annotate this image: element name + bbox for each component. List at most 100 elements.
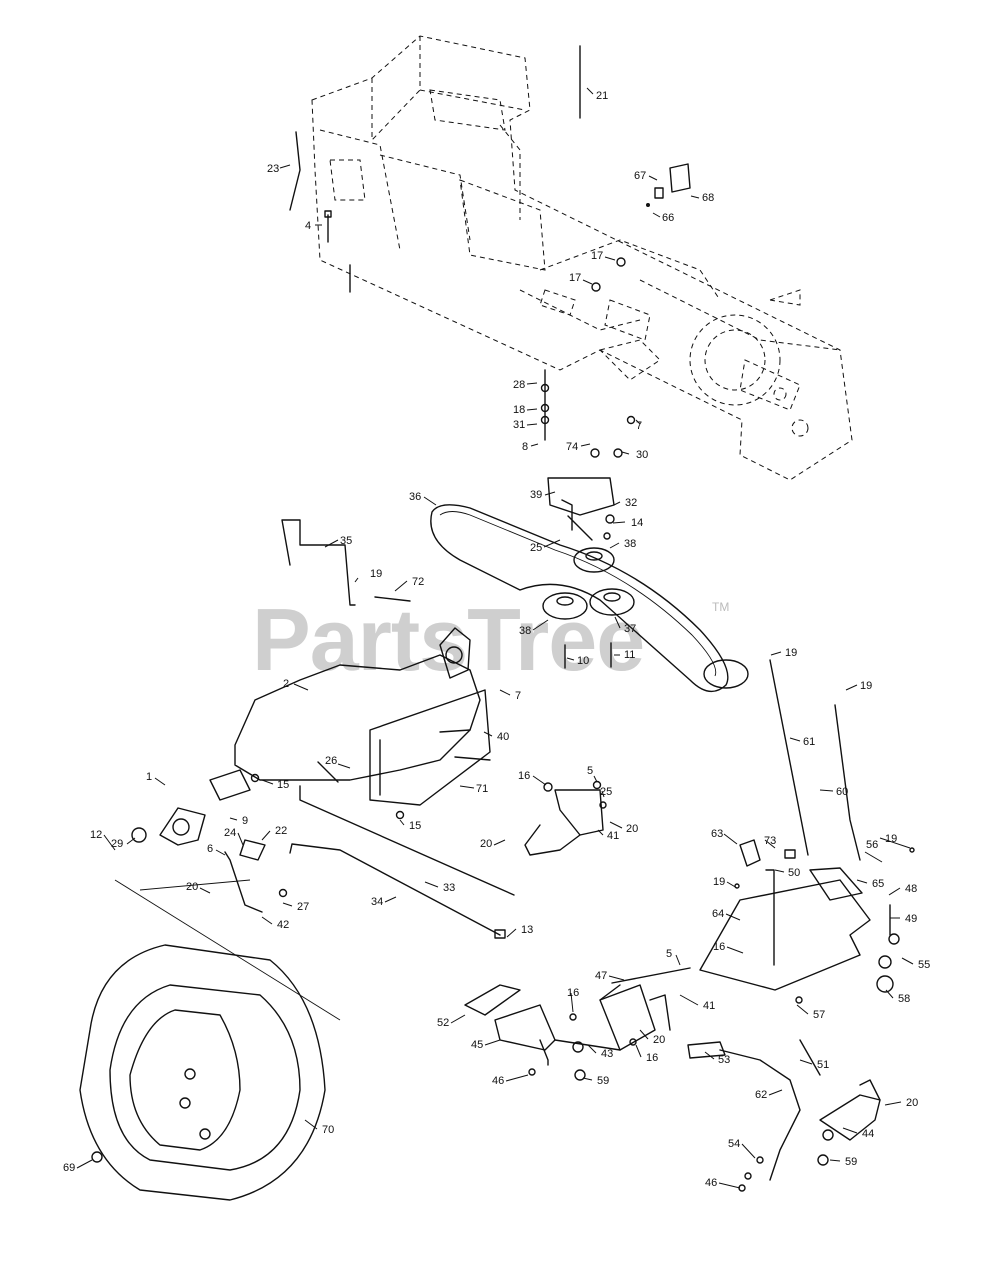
callout-leader-37 [614,616,621,629]
callout-label-19b: 19 [785,647,797,659]
callout-label-44: 44 [862,1128,874,1140]
callout-label-62: 62 [755,1089,767,1101]
callout-leader-41b [679,994,699,1006]
callout-label-48: 48 [905,883,917,895]
callout-label-65: 65 [872,878,884,890]
callout-leader-19c [845,684,858,691]
callout-leader-16d [635,1044,642,1058]
callout-label-25a: 25 [530,542,542,554]
callout-label-6: 6 [207,843,213,855]
callout-leader-61 [789,737,801,742]
callout-label-54: 54 [728,1138,740,1150]
callout-label-14: 14 [631,517,643,529]
callout-leader-71 [459,785,475,789]
callout-leader-6 [215,849,226,856]
callout-label-72: 72 [412,576,424,588]
callout-label-7a: 7 [636,420,642,432]
callout-label-16d: 16 [646,1052,658,1064]
callout-label-33: 33 [443,882,455,894]
callout-leader-23 [279,164,291,169]
callout-leader-44 [842,1127,858,1134]
callout-leader-41a [597,829,604,836]
callout-leader-17a [604,256,616,261]
callout-leader-43 [587,1044,597,1054]
callout-label-46a: 46 [492,1075,504,1087]
callout-leader-31 [526,423,538,426]
callout-leader-33 [424,881,439,888]
callout-leader-52 [450,1014,466,1024]
callout-label-20b: 20 [480,838,492,850]
callout-leader-20c [199,887,211,894]
callout-leader-57 [796,1004,809,1015]
callout-label-16b: 16 [713,941,725,953]
callout-label-15a: 15 [277,779,289,791]
callout-leader-59a [582,1077,593,1081]
callout-leader-20e [884,1101,902,1106]
callout-label-24: 24 [224,827,236,839]
callout-leader-47 [608,975,625,981]
callout-label-49: 49 [905,913,917,925]
callout-leader-70 [304,1119,318,1130]
callout-label-15b: 15 [409,820,421,832]
callout-leader-67 [648,175,658,181]
callout-label-2: 2 [283,678,289,690]
callout-label-12: 12 [90,829,102,841]
callout-leader-15b [399,819,405,826]
callout-label-66: 66 [662,212,674,224]
watermark-text: PartsTree [252,590,644,689]
callout-label-11: 11 [624,649,635,661]
callout-label-41b: 41 [703,1000,715,1012]
watermark-trademark: TM [712,600,729,614]
callout-leader-65 [856,879,868,884]
callout-label-50: 50 [788,867,800,879]
callout-label-38a: 38 [624,538,636,550]
callout-leader-46a [505,1074,529,1082]
callout-leader-64 [725,913,741,921]
callout-leader-1 [154,777,166,786]
frame-assembly [311,35,853,481]
callout-label-20c: 20 [186,881,198,893]
callout-leader-45 [484,1039,501,1046]
callout-leader-25a [543,539,561,548]
callout-label-45: 45 [471,1039,483,1051]
callout-label-74: 74 [566,441,578,453]
callout-leader-28 [526,382,538,385]
callout-label-17b: 17 [569,272,581,284]
callout-label-71: 71 [476,783,488,795]
callout-leader-5a [593,775,598,783]
callout-label-21: 21 [596,90,608,102]
callout-leader-54 [741,1143,756,1159]
pedal-linkage [464,659,915,1192]
callout-leader-39 [544,491,556,496]
callout-label-32: 32 [625,497,637,509]
callout-leader-13 [506,928,517,938]
callout-label-47: 47 [595,970,607,982]
callout-leader-7b [499,689,511,696]
callout-label-23: 23 [267,163,279,175]
callout-leader-16c [570,992,574,1013]
callout-label-35: 35 [340,535,352,547]
callout-label-20a: 20 [626,823,638,835]
callout-label-19c: 19 [860,680,872,692]
callout-label-26: 26 [325,755,337,767]
top-hardware [289,45,691,458]
callout-label-10: 10 [577,655,589,667]
callout-label-55: 55 [918,959,930,971]
callout-label-67: 67 [634,170,646,182]
callout-leader-66 [652,212,661,218]
callout-label-68: 68 [702,192,714,204]
callout-label-19a: 19 [370,568,382,580]
callout-leader-32 [613,501,621,506]
callout-label-40: 40 [497,731,509,743]
callout-label-13: 13 [521,924,533,936]
callout-label-30: 30 [636,449,648,461]
callout-leader-38a [609,542,620,549]
callout-leader-36 [423,496,437,506]
callout-label-56: 56 [866,839,878,851]
pivot-bracket [524,780,607,856]
callout-leader-48 [888,887,901,896]
callout-leader-16b [726,946,744,954]
callout-label-51: 51 [817,1059,829,1071]
callout-leader-62 [768,1089,783,1096]
